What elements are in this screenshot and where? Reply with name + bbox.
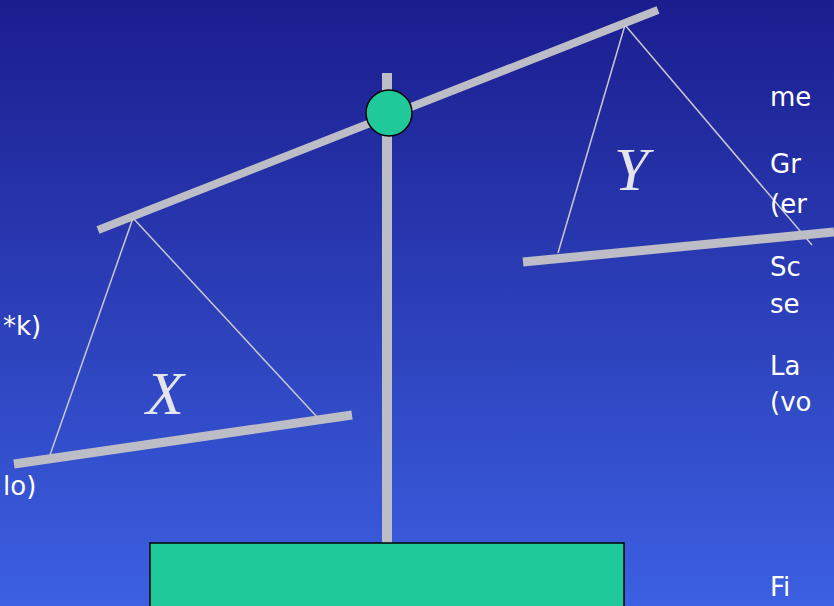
scale-base (150, 543, 624, 606)
scale-post (382, 73, 392, 545)
cut-text: La (770, 353, 800, 379)
right-pan (523, 25, 834, 262)
cut-text: Fi (770, 574, 790, 600)
pan-label: Y (614, 138, 648, 200)
cut-text: se (770, 291, 800, 317)
pan-label: X (146, 362, 184, 424)
cut-text: (er (770, 191, 807, 217)
cut-text: *k) (3, 313, 41, 339)
cut-text: Gr (770, 151, 801, 177)
cut-text: Sc (770, 254, 801, 280)
left-pan (14, 218, 352, 464)
cut-text: me (770, 84, 811, 110)
cut-text: (vo (770, 389, 811, 415)
pivot (366, 90, 412, 136)
cut-text: lo) (3, 473, 36, 499)
